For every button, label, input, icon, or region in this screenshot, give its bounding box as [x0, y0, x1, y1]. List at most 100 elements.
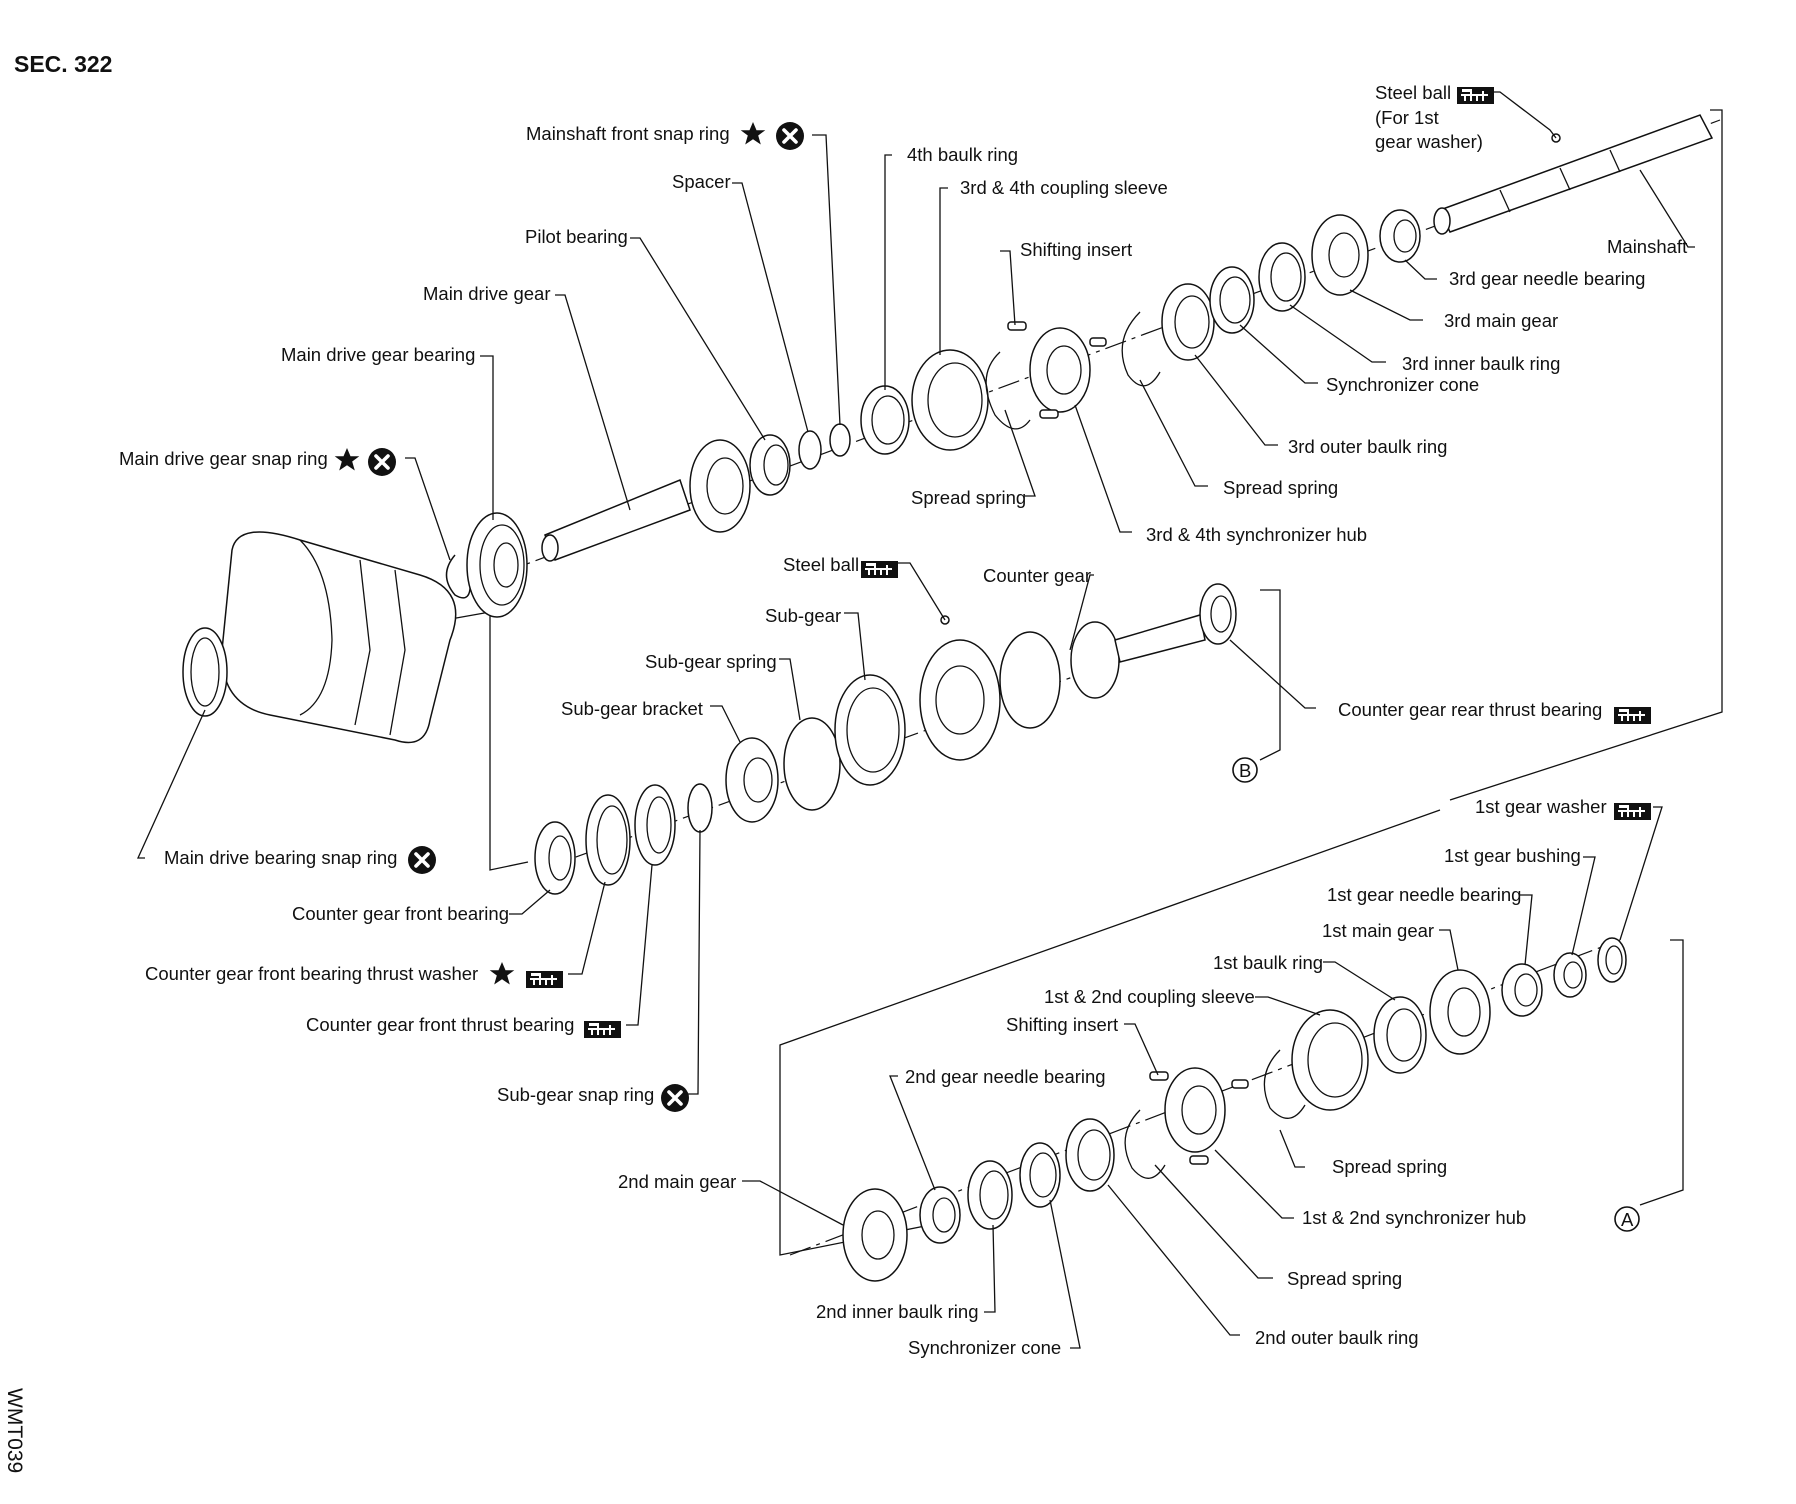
label-synchronizer-cone-top: Synchronizer cone	[1326, 374, 1479, 395]
divider-line-right	[1639, 939, 1684, 1206]
third-outer-baulk-ring-part	[1161, 283, 1215, 361]
front-cover-housing	[182, 531, 457, 744]
label-counter-gear-front-bearing-thrust-washer: Counter gear front bearing thrust washer	[145, 963, 478, 984]
do-not-reuse-icon	[366, 446, 398, 478]
label-spread-spring-top-right: Spread spring	[1223, 477, 1338, 498]
label-3rd-main-gear: 3rd main gear	[1444, 310, 1558, 331]
grease-apply-icon	[1456, 86, 1495, 105]
second-gear-needle-bearing-part	[919, 1186, 961, 1244]
label-3rd-inner-baulk-ring: 3rd inner baulk ring	[1402, 353, 1560, 374]
label-main-drive-gear-bearing: Main drive gear bearing	[281, 344, 475, 365]
sub-gear-bracket-part	[725, 737, 779, 823]
first-gear-washer-part	[1597, 937, 1627, 983]
label-steel-ball-top: Steel ball	[1375, 82, 1451, 103]
third-inner-baulk-ring-part	[1258, 242, 1306, 312]
label-mainshaft: Mainshaft	[1607, 236, 1687, 257]
first-gear-bushing-part	[1553, 952, 1587, 998]
synchronizer-hub-34-part	[1007, 321, 1107, 419]
synchronizer-hub-12-part	[1149, 1067, 1249, 1165]
label-4th-baulk-ring: 4th baulk ring	[907, 144, 1018, 165]
label-spread-spring-bottom-right: Spread spring	[1332, 1156, 1447, 1177]
leader-lines	[136, 91, 1695, 1349]
label-shifting-insert-bottom: Shifting insert	[1006, 1014, 1118, 1035]
section-title: SEC. 322	[14, 51, 112, 77]
do-not-reuse-icon	[774, 120, 806, 152]
label-steel-ball-mid: Steel ball	[783, 554, 859, 575]
sub-gear-snap-ring-part	[687, 783, 713, 833]
label-coupling-sleeve-34: 3rd & 4th coupling sleeve	[960, 177, 1168, 198]
label-2nd-outer-baulk-ring: 2nd outer baulk ring	[1255, 1327, 1419, 1348]
label-steel-ball-note-2: gear washer)	[1375, 131, 1483, 152]
spread-spring-bottom-part	[1124, 1109, 1166, 1179]
synchronizer-cone-bottom-part	[1019, 1142, 1061, 1208]
label-synchronizer-hub-12: 1st & 2nd synchronizer hub	[1302, 1207, 1526, 1228]
label-1st-gear-washer: 1st gear washer	[1475, 796, 1607, 817]
coupling-sleeve-12-part	[1291, 1009, 1369, 1111]
divider-line-b	[1259, 589, 1281, 761]
label-spread-spring-bottom: Spread spring	[1287, 1268, 1402, 1289]
grease-apply-icon	[583, 1020, 622, 1039]
divider-line-left	[444, 611, 529, 871]
grease-apply-icon	[1613, 706, 1652, 725]
label-pilot-bearing: Pilot bearing	[525, 226, 628, 247]
star-icon	[489, 962, 515, 985]
label-1st-gear-bushing: 1st gear bushing	[1444, 845, 1581, 866]
second-main-gear-part	[842, 1188, 908, 1282]
sub-gear-part	[834, 674, 906, 786]
mainshaft-front-snap-ring-part	[829, 423, 851, 457]
pilot-bearing-part	[749, 434, 791, 496]
first-main-gear-part	[1429, 969, 1491, 1055]
first-gear-needle-bearing-part	[1501, 963, 1543, 1017]
counter-gear-rear-thrust-bearing-part	[1199, 583, 1237, 645]
label-counter-gear-front-bearing: Counter gear front bearing	[292, 903, 509, 924]
grease-apply-icon	[1613, 802, 1652, 821]
label-sub-gear-spring: Sub-gear spring	[645, 651, 777, 672]
label-1st-main-gear: 1st main gear	[1322, 920, 1434, 941]
reference-a-label: A	[1621, 1209, 1634, 1230]
label-2nd-main-gear: 2nd main gear	[618, 1171, 736, 1192]
third-main-gear-part	[1311, 214, 1369, 296]
label-spacer: Spacer	[672, 171, 731, 192]
grease-apply-icon	[525, 970, 564, 989]
do-not-reuse-icon	[406, 844, 438, 876]
counter-gear-front-thrust-bearing-part	[634, 784, 676, 866]
label-sub-gear: Sub-gear	[765, 605, 841, 626]
label-3rd-gear-needle-bearing: 3rd gear needle bearing	[1449, 268, 1645, 289]
third-gear-needle-bearing-part	[1379, 209, 1421, 263]
label-1st-gear-needle-bearing: 1st gear needle bearing	[1327, 884, 1521, 905]
counter-gear-front-bearing-thrust-washer-part	[585, 794, 631, 886]
reference-b-label: B	[1239, 760, 1251, 781]
synchronizer-cone-top-part	[1209, 266, 1255, 334]
label-coupling-sleeve-12: 1st & 2nd coupling sleeve	[1044, 986, 1255, 1007]
label-synchronizer-hub-34: 3rd & 4th synchronizer hub	[1146, 524, 1367, 545]
first-baulk-ring-part	[1373, 996, 1427, 1074]
label-sub-gear-snap-ring: Sub-gear snap ring	[497, 1084, 654, 1105]
main-drive-gear-bearing-part	[466, 512, 528, 618]
label-main-drive-gear: Main drive gear	[423, 283, 551, 304]
label-mainshaft-front-snap-ring: Mainshaft front snap ring	[526, 123, 730, 144]
main-drive-gear-part	[541, 439, 751, 562]
main-drive-gear-snap-ring-part	[445, 554, 471, 599]
label-main-drive-gear-snap-ring: Main drive gear snap ring	[119, 448, 328, 469]
spacer-part	[798, 430, 822, 470]
label-2nd-inner-baulk-ring: 2nd inner baulk ring	[816, 1301, 979, 1322]
label-counter-gear-rear-thrust-bearing: Counter gear rear thrust bearing	[1338, 699, 1602, 720]
label-counter-gear: Counter gear	[983, 565, 1091, 586]
label-1st-baulk-ring: 1st baulk ring	[1213, 952, 1323, 973]
label-synchronizer-cone-bottom: Synchronizer cone	[908, 1337, 1061, 1358]
counter-gear-front-bearing-part	[534, 821, 576, 895]
counter-gear-part	[919, 614, 1206, 761]
spread-spring-top-left-part	[985, 351, 1031, 430]
divider-line-upper	[1449, 109, 1723, 801]
label-shifting-insert-top: Shifting insert	[1020, 239, 1132, 260]
second-inner-baulk-ring-part	[967, 1160, 1013, 1230]
label-2nd-gear-needle-bearing: 2nd gear needle bearing	[905, 1066, 1106, 1087]
fourth-baulk-ring-part	[860, 385, 910, 455]
star-icon	[334, 448, 360, 471]
label-steel-ball-note-1: (For 1st	[1375, 107, 1439, 128]
sub-gear-spring-part	[783, 717, 841, 811]
spread-spring-top-right-part	[1121, 311, 1161, 387]
coupling-sleeve-34-part	[911, 349, 989, 451]
label-spread-spring-top-left: Spread spring	[911, 487, 1026, 508]
